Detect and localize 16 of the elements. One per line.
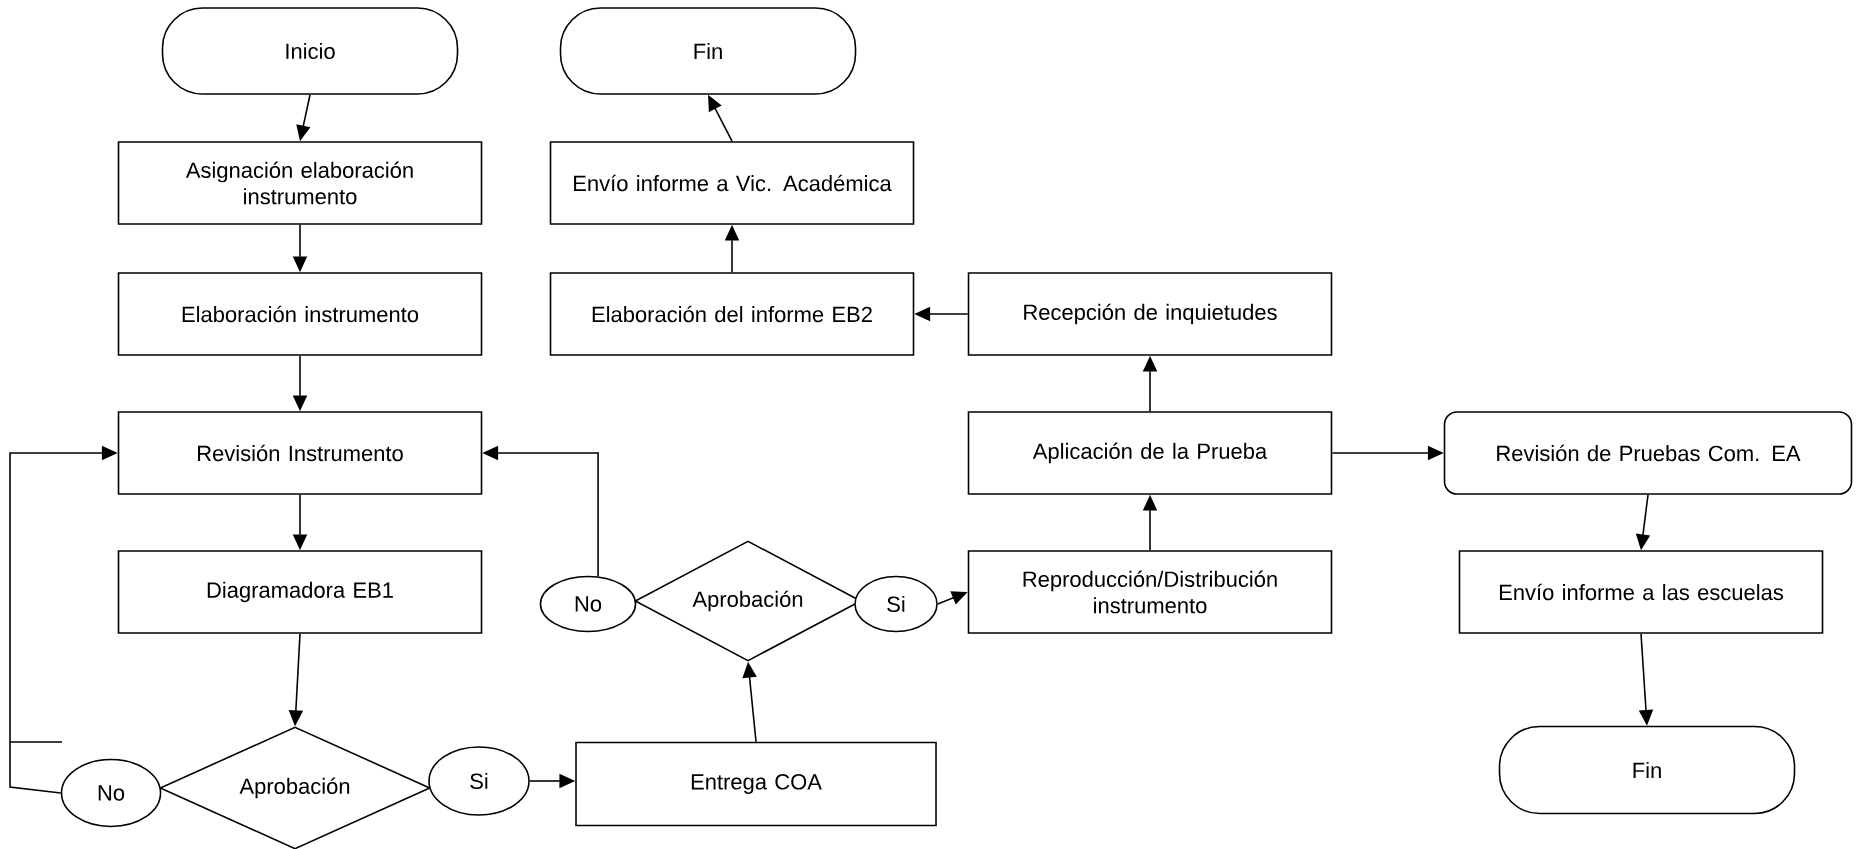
process-box: Reproducción/Distribución instrumento — [967, 550, 1333, 634]
start-end-terminal: Fin — [1498, 725, 1796, 815]
process-box: Revisión Instrumento — [117, 411, 483, 495]
start-end-terminal: Inicio — [161, 7, 459, 95]
process-box: Aplicación de la Prueba — [967, 411, 1333, 495]
process-box: Recepción de inquietudes — [967, 272, 1333, 356]
process-box: Elaboración del informe EB2 — [549, 272, 915, 356]
node-label: No — [98, 785, 125, 801]
process-box: Diagramadora EB1 — [117, 550, 483, 634]
process-box: Entrega COA — [575, 741, 937, 827]
process-box: Asignación elaboración instrumento — [117, 141, 483, 225]
start-end-terminal: Fin — [559, 7, 857, 95]
process-box: Envío informe a las escuelas — [1458, 550, 1824, 634]
process-box: Revisión de Pruebas Com. EA — [1443, 411, 1853, 495]
process-box: Envío informe a Vic. Académica — [549, 141, 915, 225]
process-box: Elaboración instrumento — [117, 272, 483, 356]
